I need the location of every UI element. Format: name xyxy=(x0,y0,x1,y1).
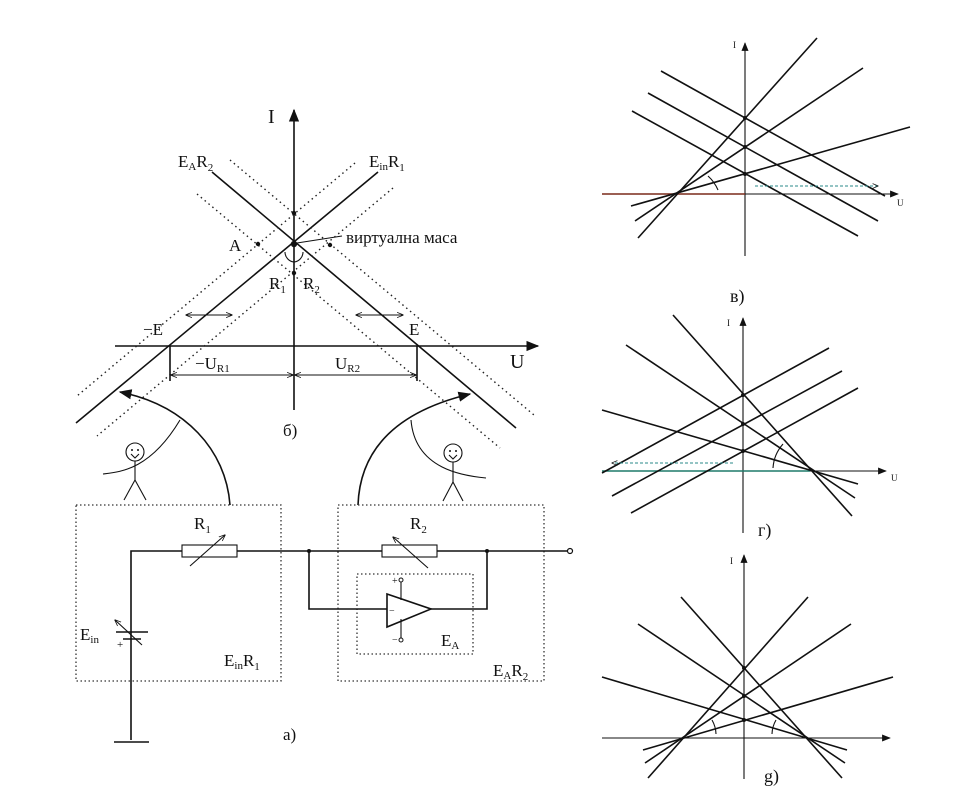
ea-r2-box xyxy=(337,504,545,682)
d-right-angle-arc xyxy=(771,719,777,735)
panel-v-chart: I U в) xyxy=(602,37,911,307)
opamp-triangle xyxy=(386,592,434,629)
ur2-label: UR2 xyxy=(335,354,360,375)
d-falling-line-1 xyxy=(680,596,843,779)
opamp-minus-label: − xyxy=(392,635,398,646)
panel-d-chart: I g) xyxy=(601,554,894,787)
v-u-label: U xyxy=(897,198,904,208)
g-rising-line-2 xyxy=(611,370,843,497)
ur1-label: −UR1 xyxy=(195,354,230,375)
stick-figure-right xyxy=(410,419,487,502)
g-angle-arc xyxy=(772,443,784,469)
output-terminal xyxy=(566,547,574,555)
point-a-label: A xyxy=(229,236,242,255)
v-node-1 xyxy=(743,116,747,120)
load-line-ein-r1 xyxy=(75,171,379,424)
angle-r1-arc xyxy=(284,251,295,263)
v-i-label: I xyxy=(733,40,736,50)
panel-a-caption: а) xyxy=(283,725,296,744)
virtual-ground-pointer xyxy=(296,235,343,244)
panel-a-circuit: R1 R2 Ein + + − − EA EinR1 EAR2 а) xyxy=(75,504,574,744)
panel-g-caption: г) xyxy=(758,520,771,541)
v-node-2 xyxy=(743,145,747,149)
d-falling-line-3 xyxy=(601,676,848,751)
ea-label: EA xyxy=(441,631,459,652)
g-falling-line-3 xyxy=(601,409,859,485)
panel-v-caption: в) xyxy=(730,286,745,307)
g-i-label: I xyxy=(727,318,730,328)
supply-minus-terminal xyxy=(398,637,404,643)
right-dot-marker xyxy=(327,242,333,248)
shifted-line-ein-r1-upper xyxy=(76,162,356,397)
g-node-1 xyxy=(741,393,745,397)
battery-variable-arrow xyxy=(115,620,143,646)
minus-e-label: −E xyxy=(143,320,163,339)
input-wire xyxy=(130,550,182,740)
ein-r1-box-label: EinR1 xyxy=(224,651,260,673)
left-adjust-arrow xyxy=(118,389,231,506)
axis-point-upper xyxy=(291,210,297,216)
g-falling-line-2 xyxy=(625,344,856,499)
panel-b-caption: б) xyxy=(283,421,297,440)
ea-r2-line-label: EAR2 xyxy=(178,152,213,174)
load-line-ea-r2 xyxy=(211,171,517,429)
axis-point-lower xyxy=(291,270,297,276)
ein-label: Ein xyxy=(80,625,99,646)
r1-variable-arrow xyxy=(189,535,225,567)
opamp-box xyxy=(356,573,474,655)
node-inverting xyxy=(307,549,311,553)
g-falling-line-1 xyxy=(672,314,853,517)
g-node-2 xyxy=(741,422,745,426)
d-rising-line-3 xyxy=(642,676,894,751)
shifted-line-ein-r1-lower xyxy=(96,187,394,437)
v-rising-line-2 xyxy=(634,67,864,222)
d-node-1 xyxy=(742,666,746,670)
r2-label: R2 xyxy=(410,514,427,536)
point-a-marker xyxy=(255,241,261,247)
v-falling-line-1 xyxy=(660,70,886,197)
v-node-3 xyxy=(743,172,747,176)
ea-r2-box-label: EAR2 xyxy=(493,661,528,683)
virtual-ground-label: виртуална маса xyxy=(346,228,458,247)
d-node-2 xyxy=(742,694,746,698)
node-output xyxy=(485,549,489,553)
ein-r1-box xyxy=(75,504,282,682)
d-node-3 xyxy=(742,718,746,722)
v-angle-arc xyxy=(707,175,719,191)
r1-angle-label: R1 xyxy=(269,274,286,296)
g-node-3 xyxy=(741,449,745,453)
g-rising-line-1 xyxy=(601,347,830,474)
feedback-inverting-wire xyxy=(308,551,387,610)
d-rising-line-1 xyxy=(647,596,809,779)
opamp-inverting-label: − xyxy=(389,606,395,617)
resistor-r2 xyxy=(381,544,438,558)
right-adjust-arrow xyxy=(357,391,472,506)
g-u-label: U xyxy=(891,473,898,483)
virtual-ground-point xyxy=(290,240,298,248)
opamp-plus-label: + xyxy=(392,576,398,587)
panel-g-chart: I U г) xyxy=(601,314,898,541)
opamp-output-wire xyxy=(431,551,488,610)
r2-angle-label: R2 xyxy=(303,274,320,296)
ein-r1-line-label: EinR1 xyxy=(369,152,405,174)
r1-label: R1 xyxy=(194,514,211,536)
d-left-angle-arc xyxy=(711,719,717,735)
v-falling-line-2 xyxy=(647,92,879,222)
d-i-label: I xyxy=(730,556,733,566)
panel-b-load-line-chart: I U EAR2 EinR1 A виртуална маса R1 R2 xyxy=(75,106,540,506)
i-axis-label: I xyxy=(268,106,275,128)
plus-e-label: E xyxy=(409,320,419,339)
shifted-line-ea-r2-upper xyxy=(229,159,535,416)
angle-r2-arc xyxy=(293,251,304,263)
v-rising-line-3 xyxy=(630,126,911,207)
shifted-line-ea-r2-lower xyxy=(196,193,501,449)
supply-plus-terminal xyxy=(398,577,404,583)
battery-plus: + xyxy=(117,639,123,651)
u-axis-label: U xyxy=(510,351,525,373)
r2-variable-arrow xyxy=(393,537,429,569)
panel-d-caption: g) xyxy=(764,766,779,787)
resistor-r1 xyxy=(181,544,238,558)
stick-figure-left xyxy=(102,419,181,501)
